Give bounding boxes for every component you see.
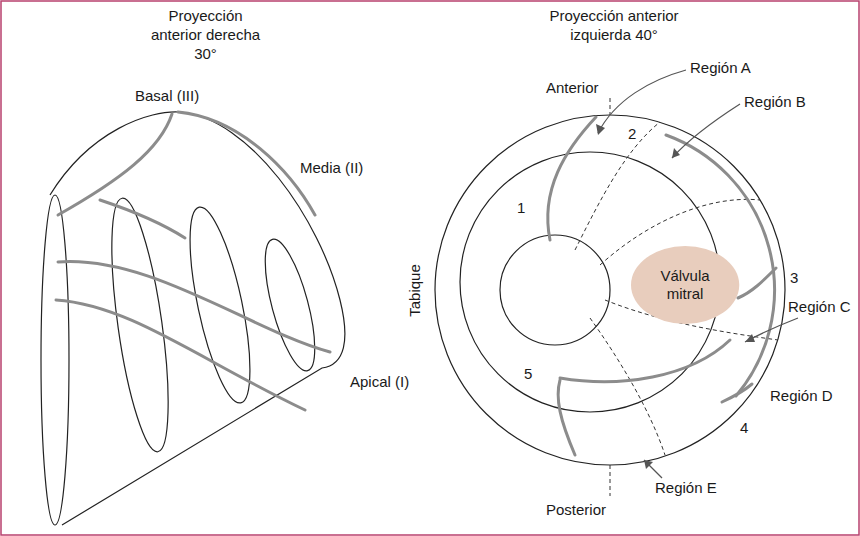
callout-number: 5 [524,364,532,383]
segment-label: Media (II) [300,158,363,177]
mitral-valve: Válvula mitral [630,245,740,325]
segment-label: Apical (I) [350,372,409,391]
region-label: Región D [770,386,833,405]
valve-shape [631,246,739,324]
callout-number: 4 [740,418,748,437]
region-label: Región C [788,297,851,316]
segment-label: Basal (III) [135,86,199,105]
region-label: Región A [690,58,751,77]
callout-number: 1 [517,198,525,217]
orientation-label: Posterior [546,500,606,519]
view-heading: Proyección anterior izquierda 40° [545,6,683,44]
orientation-label: Tabique [404,264,423,317]
region-label: Región E [655,478,717,497]
callout-number: 3 [790,268,798,287]
callout-number: 2 [628,124,636,143]
orientation-label: Anterior [546,78,599,97]
view-heading: Proyección anterior derecha 30° [143,6,268,63]
region-label: Región B [744,92,806,111]
node-text: Válvula mitral [649,267,721,303]
